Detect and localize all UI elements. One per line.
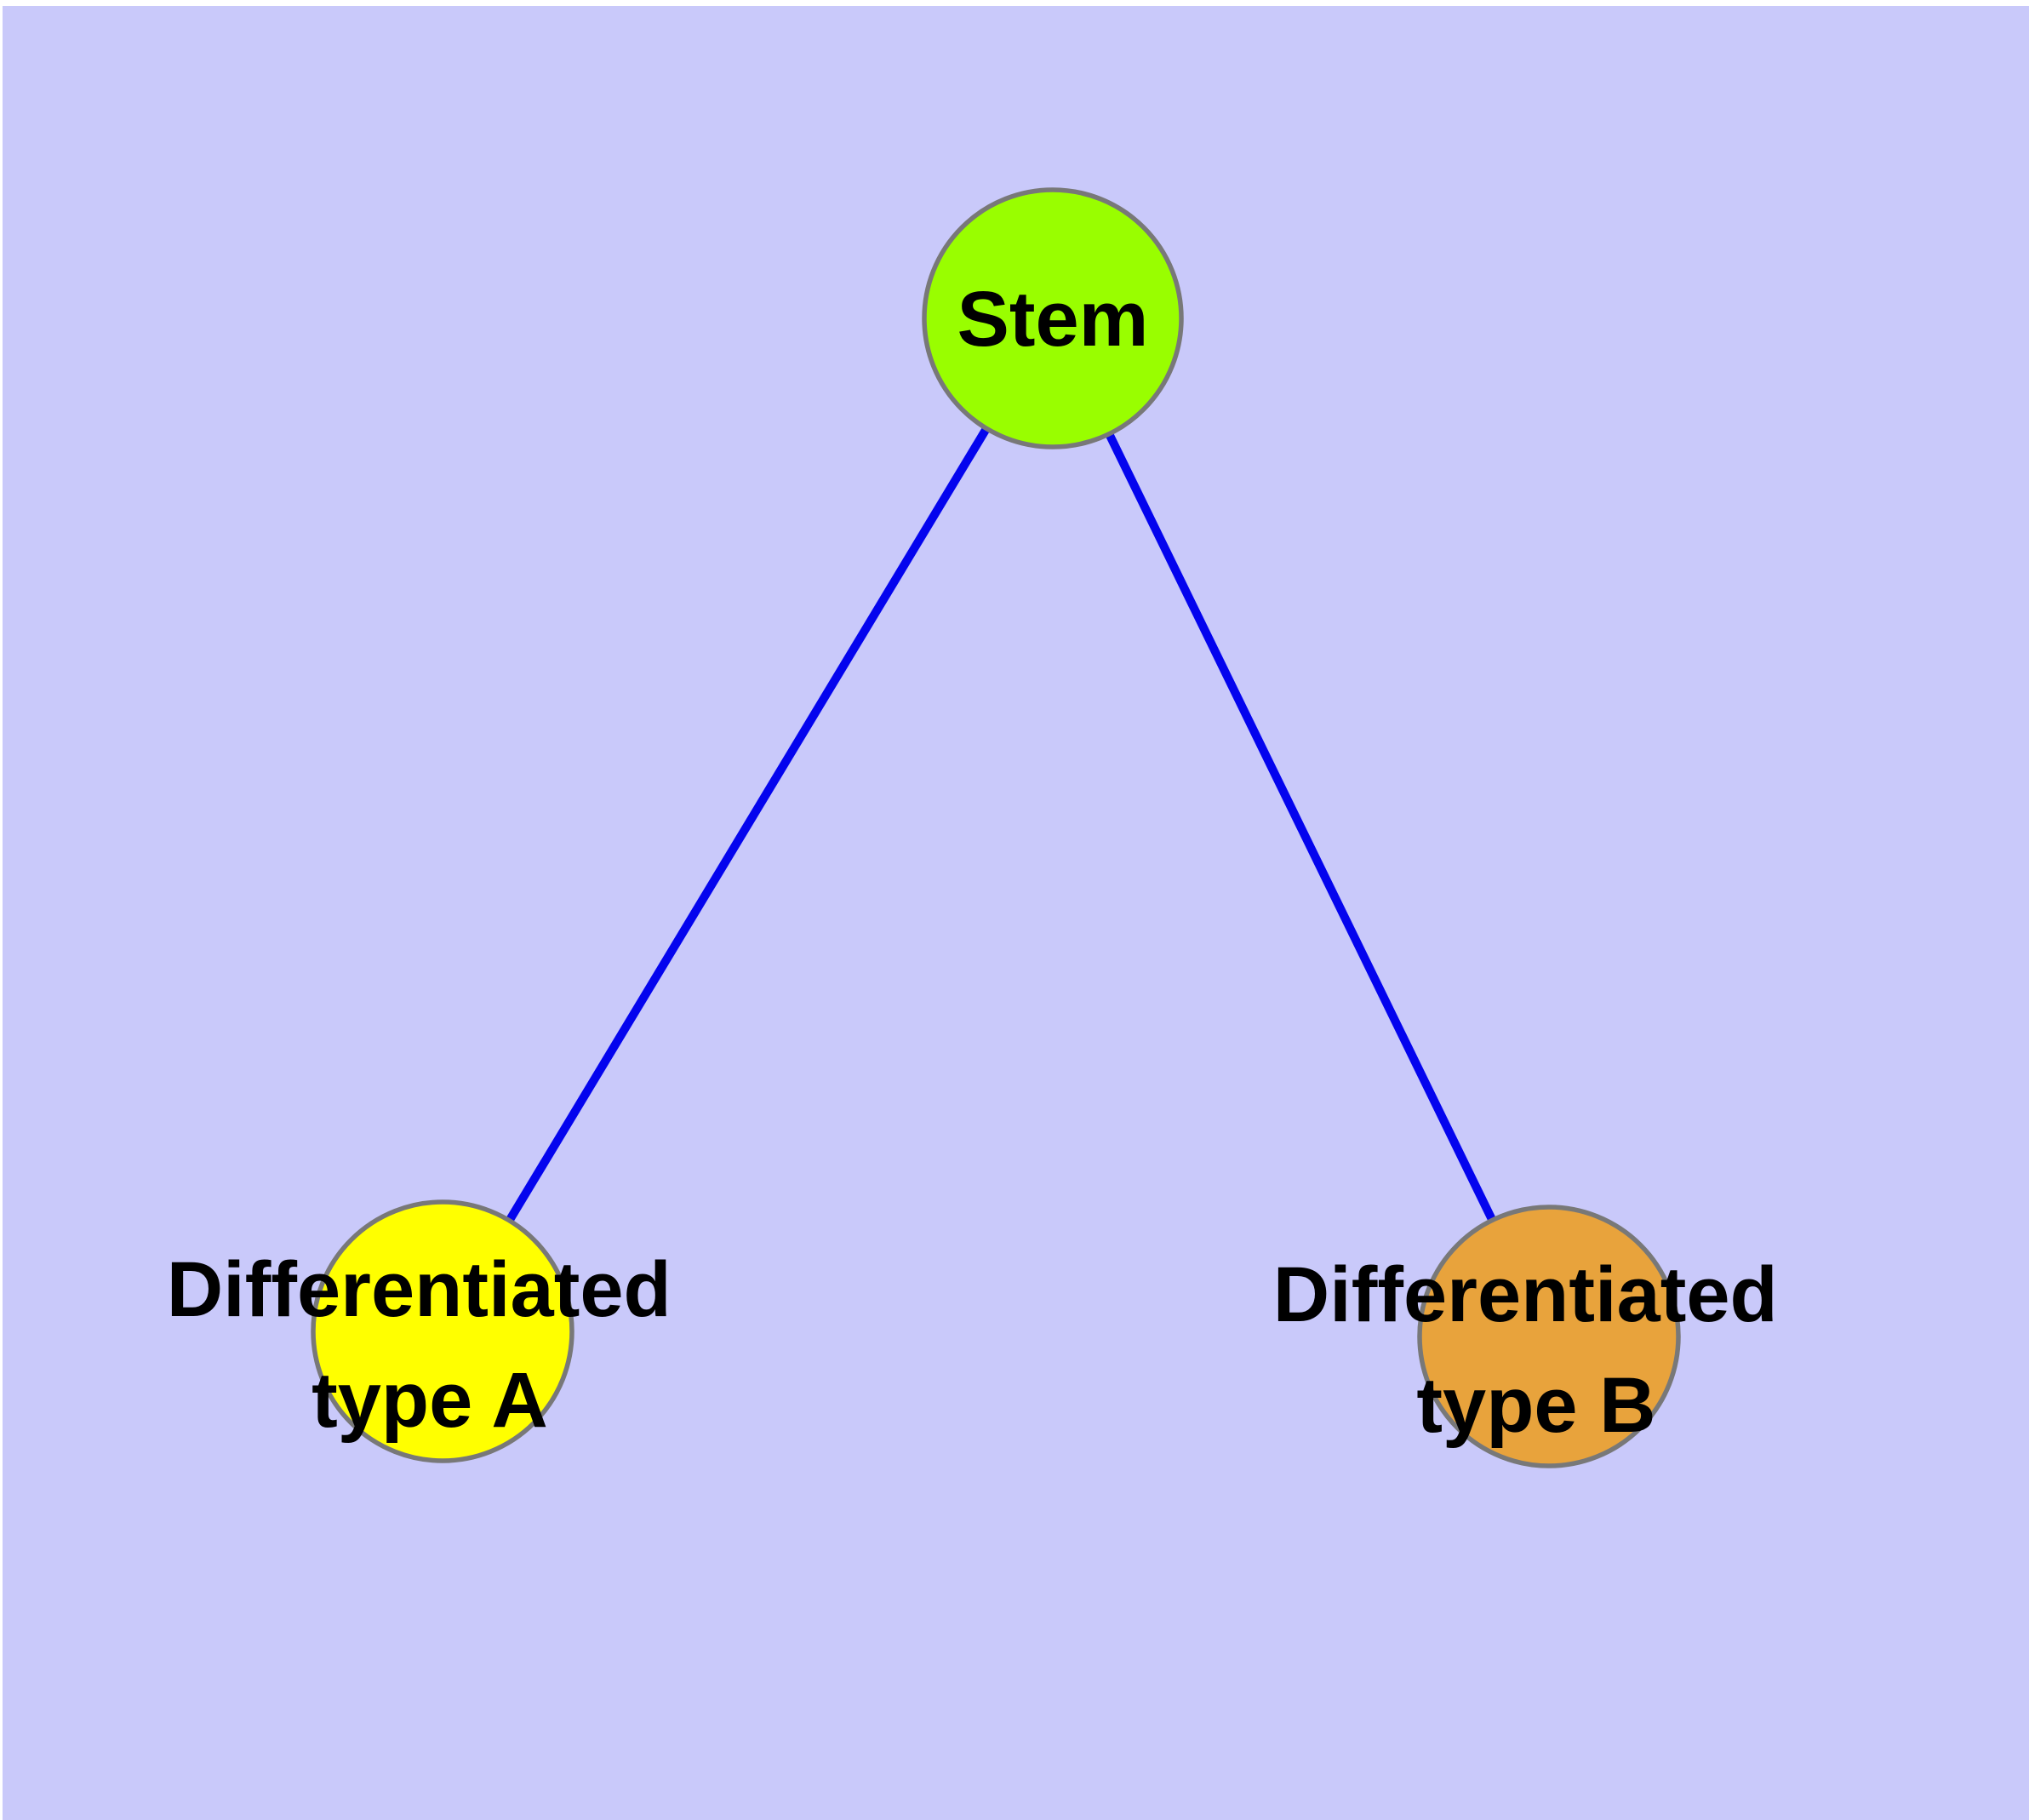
node-type-a-label: Differentiated type A (167, 1246, 694, 1444)
node-differentiated-type-a: Differentiated type A (167, 1199, 694, 1463)
edge-group (438, 316, 1553, 1339)
node-type-b-label-line2: type B (1416, 1362, 1655, 1449)
node-type-a-circle (311, 1199, 574, 1463)
edge-stem-to-type-b (1049, 316, 1553, 1339)
node-stem-label: Stem (957, 276, 1149, 363)
node-stem: Stem (922, 187, 1184, 449)
node-type-b-label: Differentiated type B (1273, 1251, 1800, 1449)
node-type-a-label-line2: type A (311, 1357, 548, 1444)
node-type-b-circle (1417, 1205, 1681, 1468)
node-type-b-label-line1: Differentiated (1273, 1251, 1778, 1338)
edge-stem-to-type-a (438, 316, 1057, 1334)
node-type-a-label-line1: Differentiated (167, 1246, 672, 1333)
node-differentiated-type-b: Differentiated type B (1273, 1205, 1800, 1468)
node-stem-circle (922, 187, 1184, 449)
